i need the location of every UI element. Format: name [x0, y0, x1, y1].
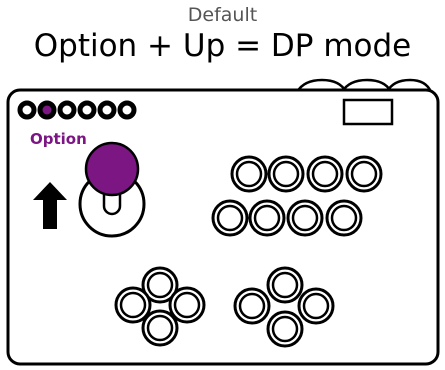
left-button-cluster — [114, 266, 206, 347]
combo-title: Option + Up = DP mode — [33, 28, 412, 64]
face-button — [325, 199, 363, 237]
arrow-up-icon — [33, 182, 67, 229]
face-button — [286, 199, 324, 237]
selector-button-4 — [77, 100, 97, 120]
cluster-button-bottom — [141, 309, 179, 347]
cluster-button-top — [266, 266, 304, 304]
cluster-button-top — [141, 266, 179, 304]
selector-button-6 — [117, 100, 137, 120]
face-button — [345, 155, 383, 193]
cluster-button-left — [233, 287, 271, 325]
cluster-button-left — [114, 286, 152, 324]
face-button — [211, 199, 249, 237]
selector-button-5 — [97, 100, 117, 120]
right-button-cluster — [233, 266, 335, 348]
cluster-button-right — [297, 287, 335, 325]
mode-subtitle: Default — [187, 4, 258, 26]
joystick-ball — [84, 141, 140, 197]
face-button — [267, 155, 305, 193]
face-button — [306, 155, 344, 193]
selector-buttons — [17, 100, 137, 120]
cluster-button-bottom — [266, 310, 304, 348]
selector-button-option — [37, 100, 57, 120]
face-button — [230, 155, 268, 193]
option-label: Option — [30, 130, 87, 148]
selector-button-1 — [17, 100, 37, 120]
face-buttons-top-row — [230, 155, 383, 193]
face-buttons-bottom-row — [211, 199, 363, 237]
selector-button-3 — [57, 100, 77, 120]
face-button — [248, 199, 286, 237]
cluster-button-right — [168, 286, 206, 324]
touchpad-rect — [342, 98, 394, 126]
